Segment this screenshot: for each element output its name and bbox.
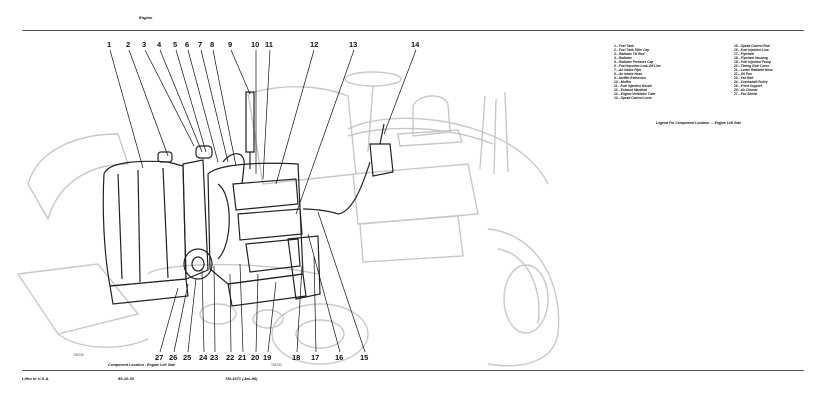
callout-label: 10 (251, 40, 259, 49)
legend-item: 14—Speed Control Lever (614, 96, 652, 100)
legend-item: 3—Radiator Tie Rod (614, 52, 645, 56)
legend-item: 8—Air Intake Hose (614, 72, 643, 76)
speed-control-rod (302, 161, 371, 215)
callout-label: 20 (251, 353, 259, 362)
speed-control-lever (369, 143, 394, 177)
legend-item: 2—Fuel Tank Filler Cap (614, 48, 650, 52)
callout-label: 16 (335, 353, 343, 362)
callout-label: 3 (142, 40, 146, 49)
footer-manual-id: TM-1671 (Jan-96) (225, 376, 258, 381)
callout-label: 27 (155, 353, 163, 362)
callout-label: 21 (238, 353, 246, 362)
callout-label: 6 (185, 40, 189, 49)
callout-label: 22 (226, 353, 234, 362)
radiator-pressure-cap (195, 145, 213, 159)
callout-label: 19 (263, 353, 271, 362)
callout-label: 18 (292, 353, 300, 362)
callout-label: 8 (210, 40, 214, 49)
legend-item: 16—Fuel Injection Line (734, 48, 769, 52)
legend-item: 12—Exhaust Manifold (614, 88, 648, 92)
legend-item: 20—Timing Gear Cover (734, 64, 770, 68)
flywheel-housing (287, 235, 321, 300)
legend-title: Legend For Component Location — Engine L… (656, 121, 742, 125)
legend-item: 27—Fan Shield (734, 92, 757, 96)
figure-ref-left: T84730 (73, 353, 84, 357)
callouts-bottom: 27 26 25 24 23 22 21 20 19 18 17 16 15 (155, 353, 368, 362)
legend-column-2: 15—Speed Control Rod 16—Fuel Injection L… (734, 44, 773, 96)
callout-label: 24 (199, 353, 208, 362)
legend-column-1: 1—Fuel Tank 2—Fuel Tank Filler Cap 3—Rad… (614, 44, 661, 100)
legend-item: 6—Fuel Injection Leak-Off Line (614, 64, 661, 68)
callout-label: 9 (228, 40, 232, 49)
legend-item: 22—Oil Pan (734, 72, 752, 76)
front-wheel-outline (271, 303, 369, 365)
rear-fender-outline (347, 117, 549, 185)
legend-item: 19—Fuel Injection Pump (734, 60, 772, 64)
footer-rule (22, 370, 804, 371)
page-header-title: Engine (139, 15, 153, 20)
callout-label: 15 (360, 353, 368, 362)
callout-label: 26 (169, 353, 177, 362)
callout-label: 4 (157, 40, 162, 49)
legend-item: 11—Fuel Injection Nozzle (614, 84, 653, 88)
legend-item: 17—Flywheel (734, 52, 755, 56)
figure-caption: Component Location - Engine Left Side (108, 363, 176, 367)
figure-ref-bottom: T84732 (271, 363, 282, 367)
callout-label: 13 (349, 40, 357, 49)
radiator (182, 159, 209, 280)
muffler-extension (245, 91, 255, 153)
legend-item: 7—Air Intake Pipe (614, 68, 642, 72)
header-rule (22, 30, 804, 31)
legend-item: 5—Radiator Pressure Cap (614, 60, 654, 64)
seat-outline (412, 95, 451, 137)
crankshaft-pulley (183, 248, 213, 280)
callout-label: 12 (310, 40, 318, 49)
callout-label: 2 (126, 40, 130, 49)
legend-item: 4—Radiator (614, 56, 632, 60)
loader-arm-outline (27, 133, 129, 221)
legend-item: 26—Air Cleaner (734, 88, 758, 92)
legend-item: 13—Engine Ventilator Tube (614, 92, 656, 96)
engine-component-diagram: 1 2 3 4 5 6 7 8 9 10 11 12 13 14 27 26 2… (18, 40, 560, 367)
legend-item: 9—Muffler Extension (614, 76, 646, 80)
callout-leaders (109, 49, 417, 353)
fuel-tank-filler-cap (157, 151, 173, 163)
component-legend: 1—Fuel Tank 2—Fuel Tank Filler Cap 3—Rad… (604, 44, 804, 100)
legend-item: 21—Lower Radiator Hose (734, 68, 773, 72)
callout-label: 1 (107, 40, 111, 49)
callout-label: 23 (210, 353, 218, 362)
legend-item: 1—Fuel Tank (614, 44, 634, 48)
legend-item: 25—Front Support (734, 84, 762, 88)
oil-pan (227, 273, 307, 307)
rear-wheel-outline (487, 228, 560, 367)
footer-left: Litho in U.S.A. (22, 376, 50, 381)
legend-item: 10—Muffler (614, 80, 632, 84)
callout-label: 11 (265, 40, 273, 49)
callout-label: 5 (173, 40, 177, 49)
legend-item: 15—Speed Control Rod (734, 44, 770, 48)
footer-page-number: 55-10-33 (118, 376, 135, 381)
callout-label: 14 (411, 40, 420, 49)
legend-item: 18—Flywheel Housing (734, 56, 768, 60)
callout-label: 25 (183, 353, 191, 362)
callouts-top: 1 2 3 4 5 6 7 8 9 10 11 12 13 14 (107, 40, 420, 49)
air-intake-pipe (222, 153, 245, 185)
callout-label: 7 (198, 40, 202, 49)
legend-item: 24—Crankshaft Pulley (734, 80, 768, 84)
legend-item: 23—Fan Belt (734, 76, 754, 80)
callout-label: 17 (311, 353, 319, 362)
hood-outline (247, 86, 357, 185)
steering-wheel-outline (344, 71, 402, 87)
